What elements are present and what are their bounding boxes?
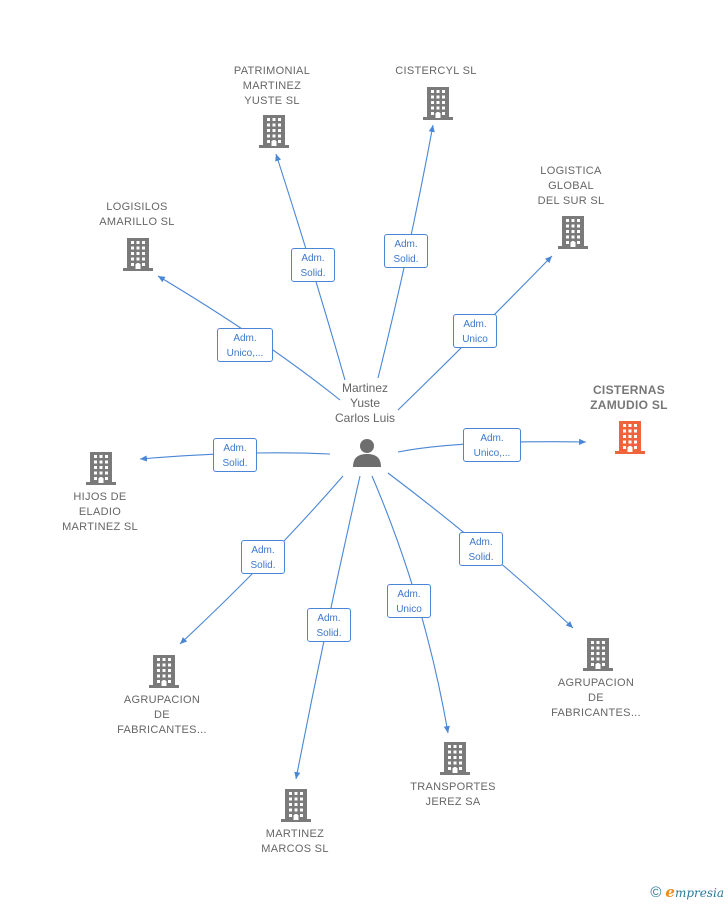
building-icon[interactable] <box>422 86 454 125</box>
building-icon[interactable] <box>582 637 614 676</box>
company-name-transportes[interactable]: TRANSPORTES JEREZ SA <box>410 781 496 808</box>
company-name-cistercyl[interactable]: CISTERCYL SL <box>395 65 477 77</box>
company-name-logistica[interactable]: LOGISTICA GLOBAL DEL SUR SL <box>537 165 605 207</box>
building-icon[interactable] <box>258 114 290 153</box>
role-label-agrupacion-right[interactable]: Adm. Solid. <box>459 532 503 566</box>
brand-logo[interactable]: empresia <box>665 883 724 901</box>
building-icon[interactable] <box>439 741 471 780</box>
building-icon[interactable] <box>557 215 589 254</box>
role-label-cistercyl[interactable]: Adm. Solid. <box>384 234 428 268</box>
company-name-agrupacion-right[interactable]: AGRUPACION DE FABRICANTES... <box>551 677 641 719</box>
company-name-patrimonial[interactable]: PATRIMONIAL MARTINEZ YUSTE SL <box>233 65 311 107</box>
footer-brand: © empresia <box>650 883 724 901</box>
role-label-logistica[interactable]: Adm. Unico <box>453 314 497 348</box>
building-icon[interactable] <box>85 451 117 490</box>
role-label-transportes[interactable]: Adm. Unico <box>387 584 431 618</box>
role-label-agrupacion-left[interactable]: Adm. Solid. <box>241 540 285 574</box>
building-icon[interactable] <box>148 654 180 693</box>
company-name-agrupacion-left[interactable]: AGRUPACION DE FABRICANTES... <box>117 694 207 736</box>
building-icon[interactable] <box>614 420 646 459</box>
copyright-icon: © <box>650 883 662 901</box>
person-icon[interactable] <box>351 436 383 468</box>
company-name-logisilos[interactable]: LOGISILOS AMARILLO SL <box>99 201 175 228</box>
role-label-logisilos[interactable]: Adm. Unico,... <box>217 328 273 362</box>
role-label-patrimonial[interactable]: Adm. Solid. <box>291 248 335 282</box>
role-label-martinez-marcos[interactable]: Adm. Solid. <box>307 608 351 642</box>
building-icon[interactable] <box>280 788 312 827</box>
company-name-cisternas[interactable]: CISTERNAS ZAMUDIO SL <box>590 383 668 412</box>
center-person-name[interactable]: Martinez Yuste Carlos Luis <box>334 381 396 425</box>
company-name-martinez-marcos[interactable]: MARTINEZ MARCOS SL <box>261 828 329 855</box>
role-label-cisternas[interactable]: Adm. Unico,... <box>463 428 521 462</box>
company-name-hijos[interactable]: HIJOS DE ELADIO MARTINEZ SL <box>62 491 138 533</box>
role-label-hijos[interactable]: Adm. Solid. <box>213 438 257 472</box>
building-icon[interactable] <box>122 237 154 276</box>
